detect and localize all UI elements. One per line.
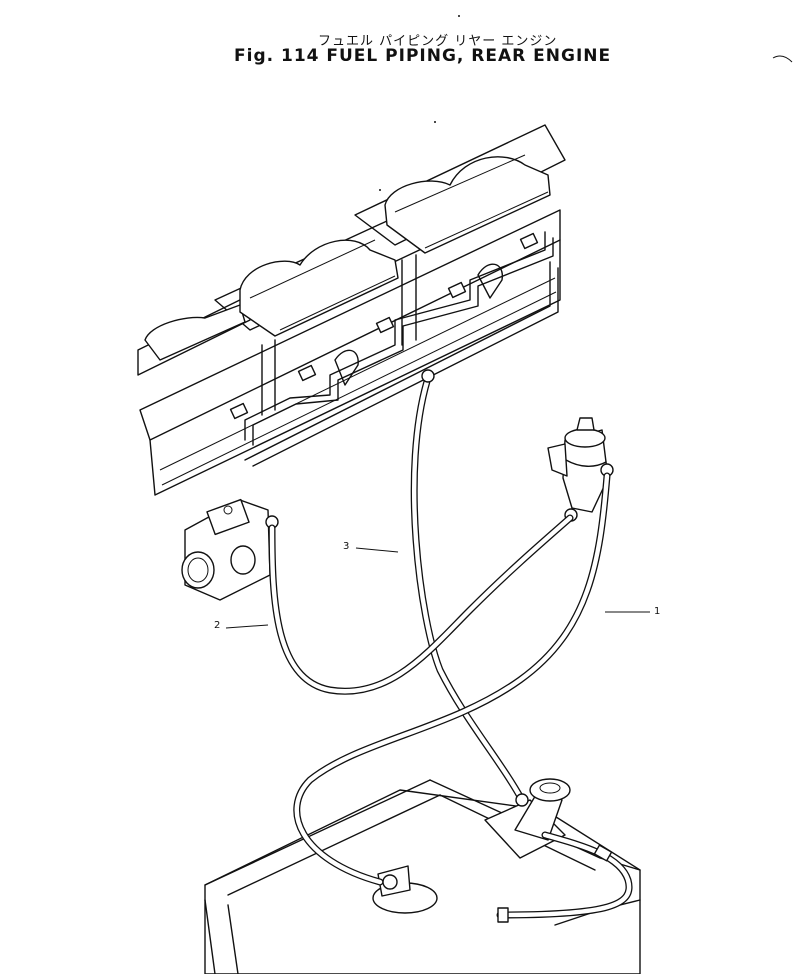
callout-3: 3 (343, 541, 350, 552)
hose-3 (410, 374, 526, 804)
feed-pump (181, 498, 279, 601)
fuel-tank (204, 779, 641, 974)
engine-block (137, 124, 566, 496)
injection-lines (229, 231, 559, 467)
callout-leaders (225, 547, 650, 629)
tank-suction-fitting (372, 865, 438, 914)
tank-return-fitting (484, 778, 571, 859)
scan-specks (379, 15, 793, 191)
callout-1: 1 (654, 606, 661, 617)
callout-2: 2 (214, 620, 221, 631)
fuel-filter (547, 417, 614, 522)
rocker-cover-1 (144, 304, 246, 361)
rocker-cover-3 (384, 154, 551, 254)
rocker-cover-2 (239, 239, 399, 337)
figure-title-japanese: フュエル パイピング リヤー エンジン (318, 34, 558, 49)
figure-title: Fig. 114 FUEL PIPING, REAR ENGINE (234, 46, 612, 66)
